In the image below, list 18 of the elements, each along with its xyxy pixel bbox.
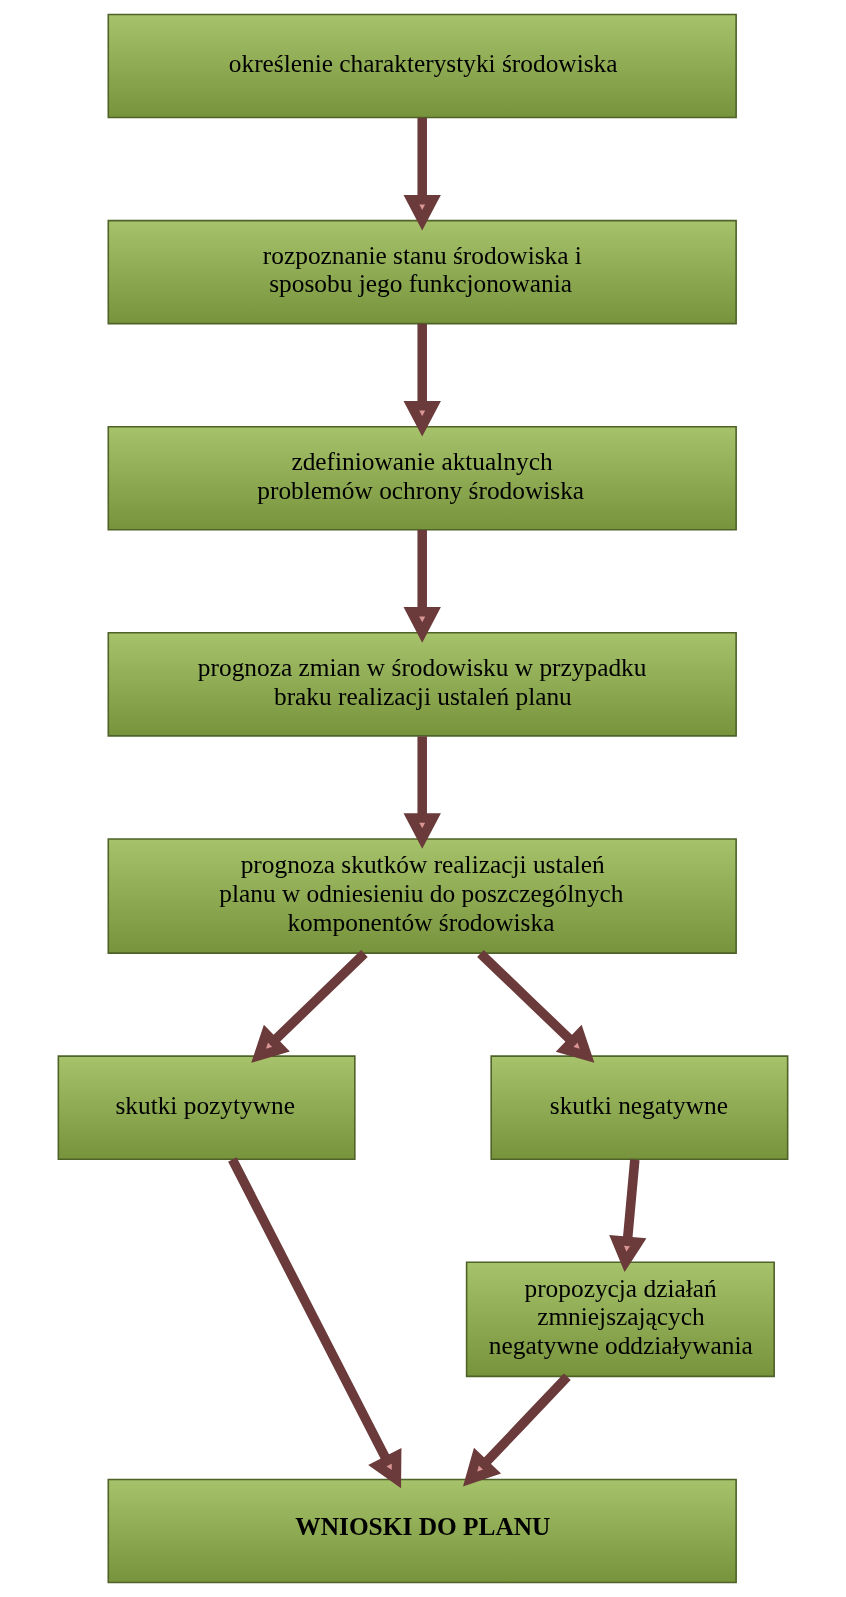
node-box: propozycja działań zmniejszających negatywne oddziaływania	[465, 1261, 775, 1378]
node-box: określenie charakterystyki środowiska	[107, 13, 737, 119]
node-box: skutki pozytywne	[57, 1055, 356, 1160]
arrow	[403, 117, 441, 231]
node-box: skutki negatywne	[490, 1055, 789, 1160]
node-box: WNIOSKI DO PLANU	[107, 1478, 737, 1584]
arrow	[403, 530, 441, 643]
arrow	[403, 736, 441, 849]
arrow	[609, 1159, 647, 1273]
node-box: zdefiniowanie aktualnych problemów ochrony środowiska	[107, 425, 737, 531]
arrow	[463, 1373, 571, 1487]
arrow	[477, 950, 595, 1063]
node-box: prognoza skutków realizacji ustaleń planu w odniesieniu do poszczególnych komponentów środowiska	[107, 838, 737, 954]
arrow	[403, 323, 441, 437]
arrow	[228, 1157, 402, 1489]
arrow	[251, 950, 368, 1063]
node-box: rozpoznanie stanu środowiska i sposobu jego funkcjonowania	[107, 219, 737, 325]
node-box: prognoza zmian w środowisku w przypadku braku realizacji ustaleń planu	[107, 632, 737, 737]
